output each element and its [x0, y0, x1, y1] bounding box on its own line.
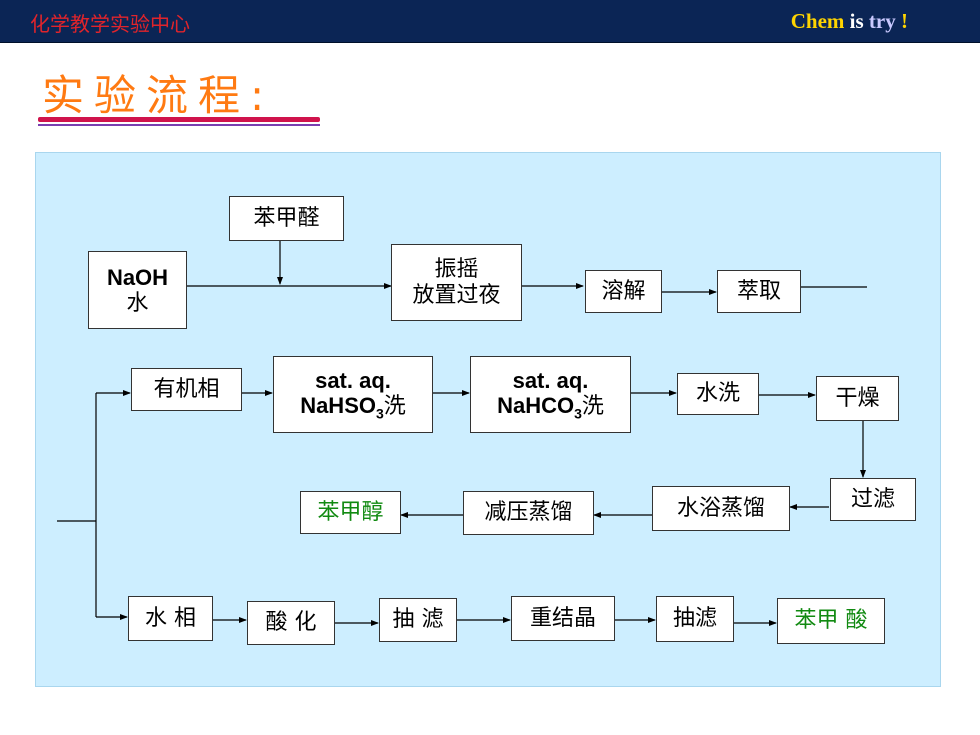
box-water-bath-distill: 水浴蒸馏 — [652, 486, 790, 531]
box-suction-filter-2: 抽滤 — [656, 596, 734, 642]
box-benzyl-alcohol: 苯甲醇 — [300, 491, 401, 534]
title-underline — [38, 117, 320, 122]
box-acidify: 酸 化 — [247, 601, 335, 645]
nahso3-wash-label: 洗 — [383, 392, 406, 418]
nahso3-subscript: 3 — [375, 405, 384, 422]
nahso3-formula: NaHSO — [300, 392, 376, 418]
nahso3-line1: sat. aq. — [315, 367, 391, 393]
shake-label: 振摇 — [434, 257, 479, 283]
header-left-text: 化学教学实验中心 — [30, 12, 190, 36]
box-organic-phase: 有机相 — [131, 368, 242, 411]
nahco3-wash-label: 洗 — [581, 392, 604, 418]
box-extract: 萃取 — [717, 270, 801, 313]
slogan-mark: ! — [901, 9, 908, 33]
naoh-label: NaOH — [106, 264, 169, 290]
title-underline-shadow — [38, 124, 320, 126]
nahco3-subscript: 3 — [574, 405, 582, 422]
box-suction-filter: 抽 滤 — [379, 598, 457, 642]
box-water-wash: 水洗 — [677, 373, 759, 415]
slogan-word-try: try — [868, 9, 896, 33]
header-bar: 化学教学实验中心 Chem is try ! — [0, 0, 980, 43]
box-recrystallize: 重结晶 — [511, 596, 615, 641]
box-shake-stand: 振摇 放置过夜 — [391, 244, 522, 321]
box-dry: 干燥 — [816, 376, 899, 421]
box-aqueous-phase: 水 相 — [128, 596, 213, 641]
box-nahco3-wash: sat. aq. NaHCO3洗 — [470, 356, 631, 433]
box-vacuum-distill: 减压蒸馏 — [463, 491, 594, 535]
box-benzaldehyde: 苯甲醛 — [229, 196, 344, 241]
slogan-word-chem: Chem — [790, 9, 845, 33]
box-dissolve: 溶解 — [585, 270, 662, 313]
header-slogan: Chem is try ! — [791, 9, 908, 34]
slogan-word-is: is — [849, 9, 864, 33]
box-benzoic-acid: 苯甲 酸 — [777, 598, 885, 644]
box-filter: 过滤 — [830, 478, 916, 521]
stand-overnight-label: 放置过夜 — [412, 282, 501, 308]
nahco3-line1: sat. aq. — [512, 367, 589, 393]
page-title: 实验流程: — [42, 71, 275, 120]
nahco3-formula: NaHCO — [497, 392, 575, 418]
box-naoh-water: NaOH 水 — [88, 251, 187, 329]
box-nahso3-wash: sat. aq. NaHSO3洗 — [273, 356, 433, 433]
water-label: 水 — [126, 290, 149, 315]
